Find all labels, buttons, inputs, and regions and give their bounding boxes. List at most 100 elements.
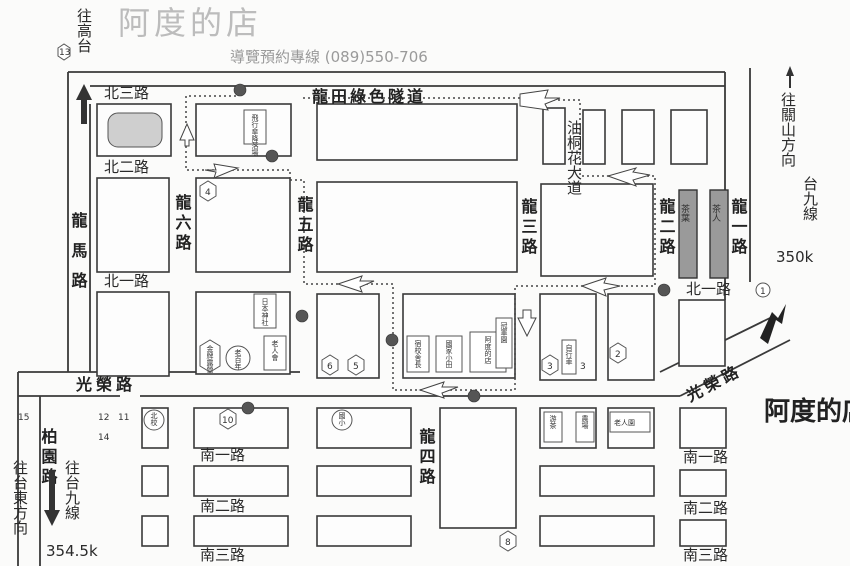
block-s3-2 [316, 515, 412, 547]
marker-2: 2 [615, 350, 621, 360]
tea-b-label: 茶人 [710, 203, 721, 222]
route-arrow-1 [519, 89, 561, 111]
pass-garden-box [495, 317, 513, 369]
guangrong-west-label: 光榮路 [75, 375, 136, 394]
marker-15-hex [57, 43, 71, 61]
south3-label-a: 南三路 [200, 546, 245, 564]
block-s3-4 [679, 519, 727, 547]
kadu-shop-label: 阿度的店 [484, 335, 492, 365]
farm-label: 農場 [581, 414, 589, 430]
tea-block-b [709, 189, 729, 279]
old-garden-label: 老人園 [614, 418, 635, 427]
shrine-box [253, 293, 277, 329]
long6-road-label: 龍六路 [173, 193, 192, 254]
shop-title: 阿度的店 [118, 4, 262, 42]
grade-school-circle [331, 409, 353, 431]
long2-road-label: 龍二路 [657, 197, 676, 258]
north3-road-label: 北三路 [104, 84, 149, 102]
north-school-label: 北校 [150, 412, 158, 427]
rice-field-label: 國家小田 [445, 340, 453, 369]
north2-road-label: 北二路 [104, 158, 149, 176]
old-year-label: 老百年 [234, 348, 242, 371]
old-year-circle [225, 345, 251, 371]
north-school-circle [143, 409, 165, 431]
bottom-logo: 阿度的店 [764, 396, 850, 427]
north3-road-line [68, 71, 725, 87]
baiyuan-road-line [17, 372, 41, 566]
south2-label-a: 南二路 [200, 497, 245, 515]
dorm-box [406, 335, 430, 373]
marker-10: 10 [222, 416, 234, 426]
green-tunnel-label: 龍田綠色隧道 [312, 87, 426, 106]
marker-3: 3 [580, 362, 586, 372]
block-r2-1 [96, 177, 170, 273]
block-s3-1 [193, 515, 289, 547]
marker-6: 5 [353, 362, 359, 372]
tung-avenue-label: 油桐花大道 [565, 120, 583, 195]
route-arrow-3 [580, 277, 621, 297]
long1-road-label: 龍一路 [729, 197, 748, 258]
block-s1-6 [679, 407, 727, 449]
hwy9-north-label: 台九線 [801, 176, 819, 221]
block-s1-3 [439, 407, 517, 529]
marker-7: 6 [327, 362, 333, 372]
north1-road-label: 北一路 [104, 272, 149, 290]
south1-label-b: 南一路 [683, 448, 728, 466]
grade-school-label: 國小 [338, 412, 346, 427]
fly-umbrella-label: 飛行傘降落場 [251, 114, 259, 157]
dorm-label: 宿校舍長 [414, 339, 422, 369]
route-arrow-6 [418, 381, 459, 399]
route-arrow-4 [204, 163, 240, 179]
north-arrow-icon [76, 84, 92, 124]
guangrong-east-label: 光榮路 [682, 361, 745, 406]
longma-road-label: 龍馬路 [69, 211, 88, 302]
youtea-box [543, 411, 563, 443]
route-arrow-8 [179, 122, 195, 147]
fly-umbrella-box [243, 109, 267, 145]
marker-8: 4 [205, 188, 211, 198]
banyan-box [263, 335, 287, 371]
to-taitung-label: 往台東方向 [11, 460, 29, 535]
tour-route [185, 95, 656, 391]
youtea-label: 游茶 [549, 414, 557, 429]
banyan-label: 老人會 [271, 339, 279, 362]
guide-person-icon [233, 83, 671, 415]
long1-road-line [724, 68, 751, 300]
block-s1-1 [193, 407, 289, 449]
block-s2-2 [316, 465, 412, 497]
marker-13: 14 [98, 433, 110, 443]
long4-road-label: 龍四路 [417, 427, 436, 488]
tea-block-a [678, 189, 698, 279]
cycling-box [561, 339, 577, 375]
hwy9-south-label: 往台九線 [63, 460, 81, 520]
route-arrow-7 [517, 309, 537, 338]
long5-road-label: 龍五路 [295, 195, 314, 256]
rice-field-box [435, 335, 463, 373]
south2-label-b: 南二路 [683, 499, 728, 517]
block-r1-3 [316, 103, 518, 161]
marker-11: 11 [118, 413, 129, 423]
shrine-label: 日本神社 [261, 298, 269, 327]
pass-garden-label: 冠軍園 [500, 322, 508, 344]
to-guanshan-label: 往關山方向 [779, 92, 797, 167]
marker-14: 15 [18, 413, 29, 423]
marker-5: 8 [505, 538, 511, 548]
old-garden-box [609, 411, 651, 433]
km-south-label: 354.5k [46, 542, 98, 560]
longma-road [67, 72, 91, 372]
block-r1-6 [621, 109, 655, 165]
numbered-markers: 13 4 6 5 3 3 2 1 10 12 11 14 15 8 [18, 43, 771, 552]
block-s3-3 [539, 515, 655, 547]
block-s1-2 [316, 407, 412, 449]
route-arrow-5 [336, 275, 375, 293]
km-north-label: 350k [776, 248, 814, 266]
route-arrow-2 [606, 167, 651, 187]
marker-12: 12 [98, 413, 109, 423]
block-s3-0 [141, 515, 169, 547]
farm-box [575, 411, 595, 443]
block-s2-4 [679, 469, 727, 497]
tea-a-label: 茶葉 [679, 203, 690, 223]
hotline-text: 導覽預約專線 (089)550-706 [230, 48, 428, 66]
block-r1-7 [670, 109, 708, 165]
block-r1-4 [542, 107, 566, 165]
